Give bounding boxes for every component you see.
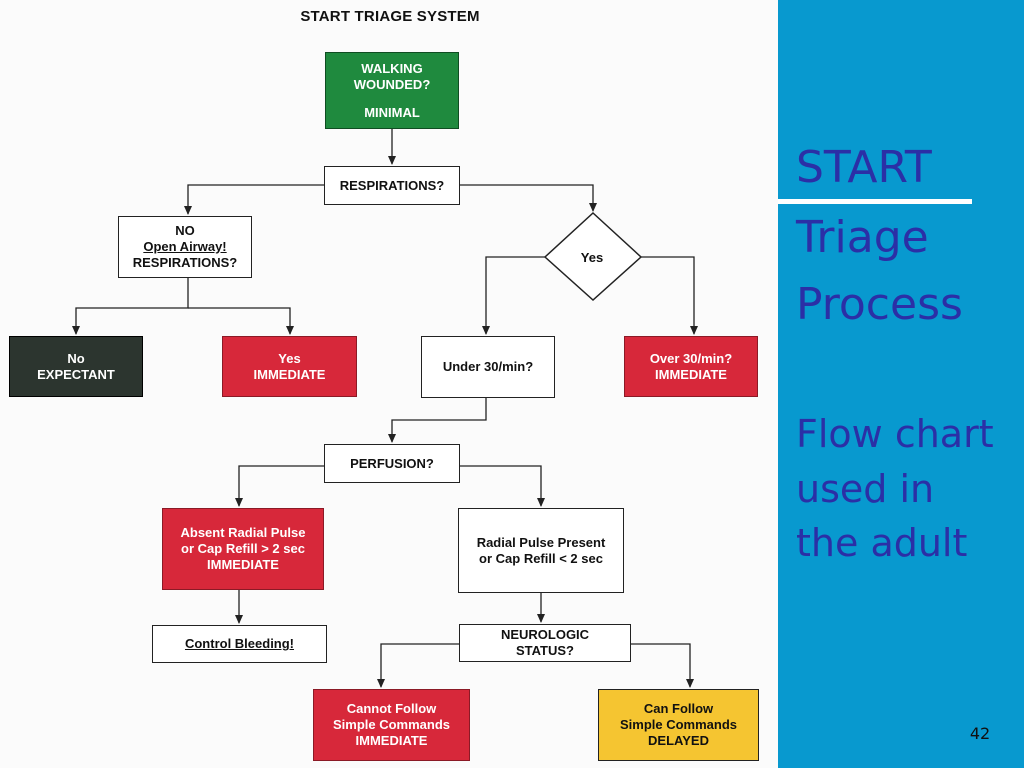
arrow-under30-to-perfusion (388, 398, 487, 443)
walking-line3: MINIMAL (364, 104, 420, 120)
side-panel (778, 0, 1024, 768)
can-follow-line1: Can Follow (643, 701, 714, 716)
control-bleeding-label: Control Bleeding! (184, 636, 295, 651)
control-bleeding-box: Control Bleeding! (152, 625, 327, 663)
over-30-line1: Over 30/min? (649, 350, 733, 366)
arrow-respirations-to-yes (460, 184, 597, 212)
cannot-follow-line1: Cannot Follow (346, 701, 437, 716)
respirations-label: RESPIRATIONS? (339, 177, 445, 193)
perfusion-label: PERFUSION? (350, 455, 434, 471)
absent-pulse-line1: Absent Radial Pulse (180, 525, 306, 540)
present-pulse-line2: or Cap Refill < 2 sec (479, 550, 603, 566)
heading-line-triage: Triage (796, 212, 929, 263)
absent-pulse-box: Absent Radial Pulse or Cap Refill > 2 se… (162, 508, 324, 590)
walking-wounded-box: WALKING WOUNDED? MINIMAL (325, 52, 459, 129)
walking-line1: WALKING (361, 60, 423, 76)
no-resp-line3: RESPIRATIONS? (132, 255, 238, 270)
present-pulse-line1: Radial Pulse Present (476, 534, 606, 550)
under-30-box: Under 30/min? (421, 336, 555, 398)
present-pulse-box: Radial Pulse Present or Cap Refill < 2 s… (458, 508, 624, 593)
can-follow-line3: DELAYED (648, 733, 709, 748)
under-30-label: Under 30/min? (442, 359, 534, 374)
subtitle-line-3: the adult (796, 521, 968, 565)
neuro-line2: STATUS? (515, 643, 574, 658)
absent-pulse-line3: IMMEDIATE (207, 557, 279, 572)
arrow-perfusion-to-absent (235, 465, 324, 507)
can-follow-line2: Simple Commands (619, 717, 738, 732)
cannot-follow-line3: IMMEDIATE (355, 733, 428, 748)
flowchart-connectors (72, 129, 698, 688)
expectant-line2: EXPECTANT (37, 366, 115, 382)
heading-line-start: START (796, 142, 932, 193)
expectant-line1: No (67, 350, 85, 366)
yes-immediate-line1: Yes (278, 350, 301, 366)
flowchart-title: START TRIAGE SYSTEM (300, 8, 480, 25)
arrow-no-to-expectant (72, 278, 189, 335)
yes-diamond-label: Yes (580, 250, 604, 265)
arrow-neuro-to-cannot (377, 643, 459, 688)
walking-line2: WOUNDED? (353, 76, 431, 92)
subtitle-line-2: used in (796, 467, 935, 511)
can-follow-box: Can Follow Simple Commands DELAYED (598, 689, 759, 761)
yes-immediate-line2: IMMEDIATE (253, 366, 326, 382)
arrow-perfusion-to-present (460, 465, 545, 507)
heading-underline (778, 199, 972, 204)
arrow-neuro-to-can (631, 643, 694, 688)
yes-diamond-shape (543, 211, 643, 302)
arrow-yes-to-under30 (482, 256, 545, 335)
expectant-box: No EXPECTANT (9, 336, 143, 397)
arrow-yes-to-over30 (641, 256, 698, 335)
perfusion-box: PERFUSION? (324, 444, 460, 483)
cannot-follow-line2: Simple Commands (332, 717, 451, 732)
no-resp-line2: Open Airway! (143, 239, 227, 254)
arrow-respirations-to-no (184, 184, 324, 215)
over-30-line2: IMMEDIATE (655, 366, 727, 382)
subtitle-line-1: Flow chart (796, 412, 994, 456)
neuro-line1: NEUROLOGIC (500, 627, 590, 642)
neurologic-status-box: NEUROLOGIC STATUS? (459, 624, 631, 662)
respirations-box: RESPIRATIONS? (324, 166, 460, 205)
heading-line-process: Process (796, 279, 963, 330)
flowchart-image: START TRIAGE SYSTEM WALKING WOUNDED? MIN… (9, 8, 759, 761)
over-30-box: Over 30/min? IMMEDIATE (624, 336, 758, 397)
no-respirations-box: NO Open Airway! RESPIRATIONS? (118, 216, 252, 278)
arrow-no-to-immediate (188, 307, 294, 335)
page-number: 42 (969, 724, 991, 743)
no-resp-line1: NO (175, 223, 195, 238)
absent-pulse-line2: or Cap Refill > 2 sec (181, 541, 305, 556)
cannot-follow-box: Cannot Follow Simple Commands IMMEDIATE (313, 689, 470, 761)
yes-immediate-box: Yes IMMEDIATE (222, 336, 357, 397)
